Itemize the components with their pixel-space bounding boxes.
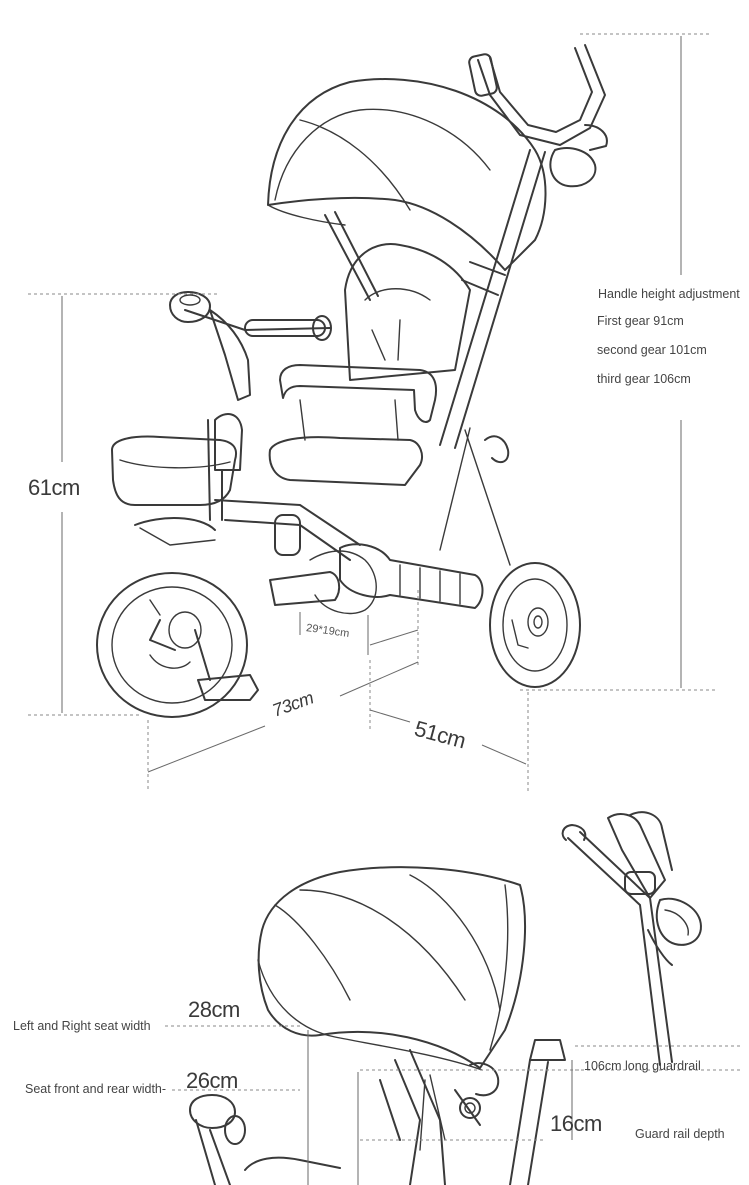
guardrail-depth-label: Guard rail depth [635,1127,725,1141]
height-dimension-label: 61cm [28,475,80,500]
handle-gear-first: First gear 91cm [597,314,684,328]
seat-fr-width-label: Seat front and rear width- [25,1082,167,1096]
handle-gear-third: third gear 106cm [597,372,691,386]
guardrail-length-label: 106cm long guardrail [584,1059,701,1073]
seat-lr-width-label: Left and Right seat width [13,1019,151,1033]
handle-height-title: Handle height adjustment [598,287,740,301]
seat-fr-width-value: 26cm [186,1068,238,1093]
seat-lr-width-value: 28cm [188,997,240,1022]
guardrail-depth-value: 16cm [550,1111,602,1136]
handle-gear-second: second gear 101cm [597,343,707,357]
tricycle-illustration [28,33,716,792]
